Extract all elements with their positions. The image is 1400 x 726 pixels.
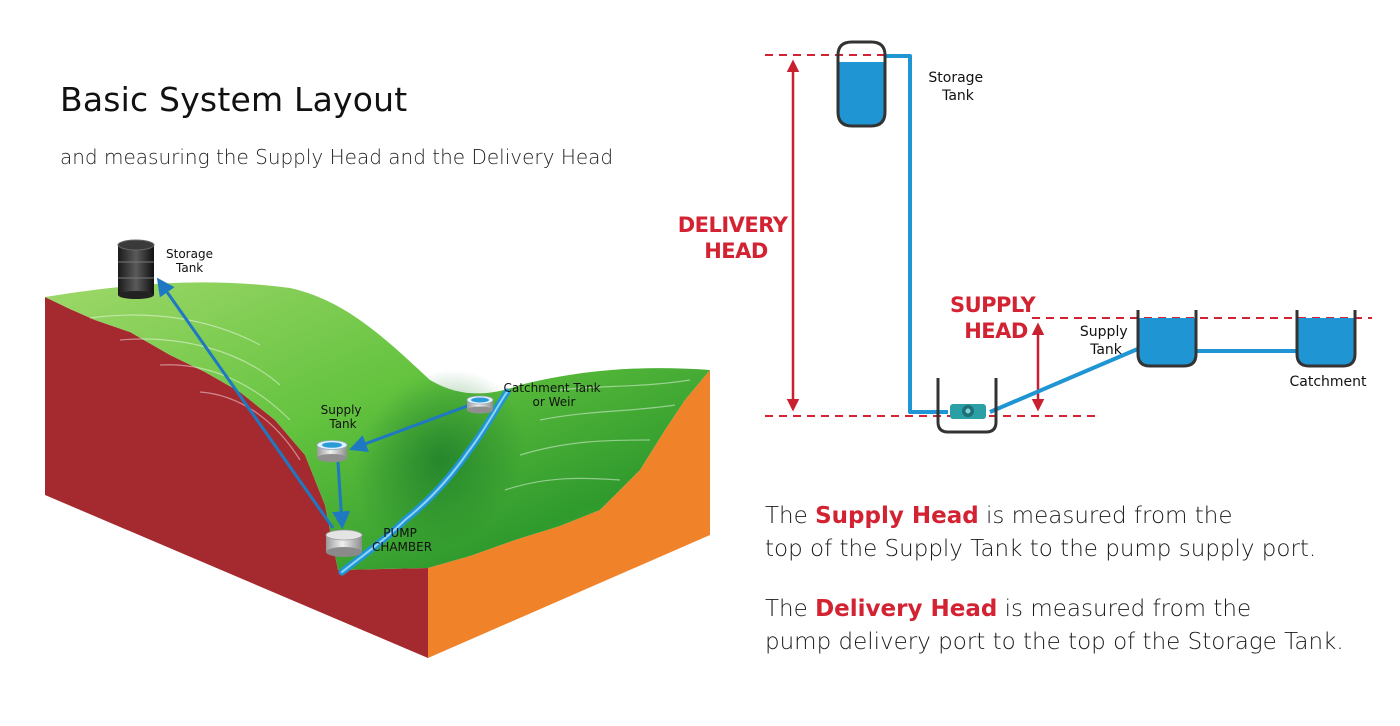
- contour-lines: [89, 314, 691, 491]
- supply-desc-suffix: is measured from the: [978, 503, 1233, 529]
- supply-desc-line2: top of the Supply Tank to the pump suppl…: [765, 536, 1317, 562]
- delivery-desc-line2: pump delivery port to the top of the Sto…: [765, 629, 1344, 655]
- schematic-storage-tank: [836, 40, 887, 128]
- storage-tank-label: Storage Tank: [166, 247, 217, 275]
- soil-left-face: [45, 297, 428, 658]
- pipe-supply-to-pump: [332, 461, 351, 530]
- valley-shade: [354, 369, 526, 551]
- schematic-diagram: Storage Tank Supply Tank Catchment DELIV…: [678, 40, 1372, 434]
- supply-head-description: The Supply Head is measured from the top…: [765, 500, 1316, 566]
- page-title: Basic System Layout: [60, 80, 408, 119]
- pipe-catchment-to-supply: [348, 403, 471, 453]
- schematic-supply-label: Supply Tank: [1080, 324, 1132, 358]
- delivery-desc-prefix: The: [765, 596, 816, 622]
- storage-drum-icon: [117, 239, 155, 299]
- supply-tank-label: Supply Tank: [321, 403, 366, 431]
- delivery-pipe: [885, 54, 948, 414]
- supply-tank-icon: [316, 440, 348, 462]
- pump-chamber-label: PUMP CHAMBER: [372, 526, 432, 554]
- schematic-supply-tank: [1136, 310, 1198, 368]
- catchment-tank-label: Catchment Tank or Weir: [504, 381, 605, 409]
- page-subtitle: and measuring the Supply Head and the De…: [60, 145, 614, 169]
- delivery-head-description: The Delivery Head is measured from the p…: [765, 593, 1344, 659]
- pump-chamber-icon: [325, 529, 363, 557]
- pipe-pump-to-storage: [156, 277, 335, 529]
- supply-desc-prefix: The: [765, 503, 816, 529]
- catchment-tank-icon: [466, 395, 494, 414]
- schematic-pump-chamber: [936, 378, 998, 434]
- delivery-desc-suffix: is measured from the: [997, 596, 1252, 622]
- schematic-storage-label: Storage Tank: [928, 70, 987, 104]
- soil-right-face: [428, 370, 710, 658]
- supply-pipe: [989, 346, 1141, 414]
- schematic-catchment: [1295, 310, 1357, 368]
- delivery-head-term: Delivery Head: [815, 596, 998, 622]
- schematic-catchment-label: Catchment: [1289, 374, 1367, 390]
- delivery-head-label: DELIVERY HEAD: [678, 213, 795, 263]
- landscape-illustration: Storage Tank Supply Tank Catchment Tank …: [45, 239, 710, 658]
- supply-head-term: Supply Head: [815, 503, 979, 529]
- supply-head-label: SUPPLY HEAD: [950, 293, 1042, 343]
